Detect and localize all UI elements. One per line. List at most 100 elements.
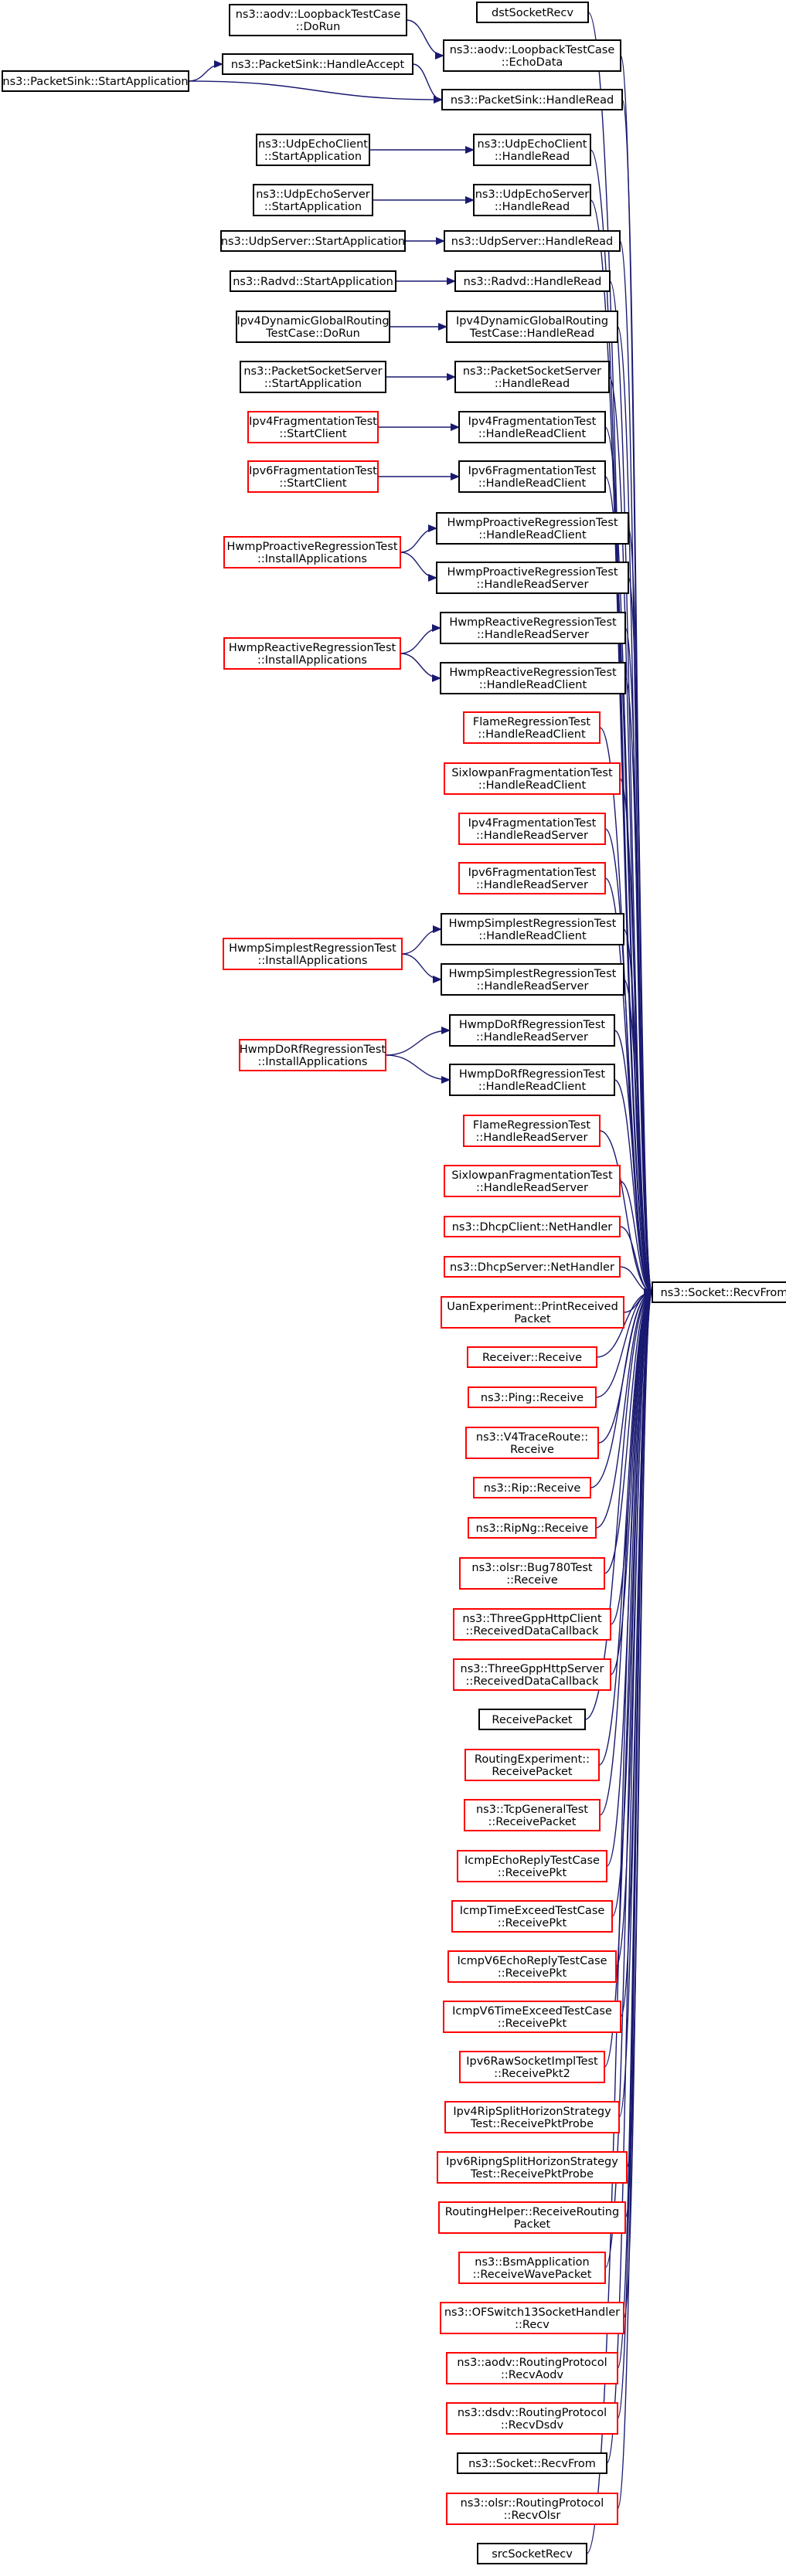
call-node-hrClient[interactable]: HwmpReactiveRegressionTest::HandleReadCl… xyxy=(440,662,626,694)
node-label: ::HandleReadServer xyxy=(477,980,589,993)
call-node-f4Start[interactable]: Ipv4FragmentationTest::StartClient xyxy=(247,411,379,443)
call-node-olsrR[interactable]: ns3::olsr::RoutingProtocol::RecvOlsr xyxy=(446,2493,618,2525)
call-node-rip4[interactable]: Ipv4RipSplitHorizonStrategyTest::Receive… xyxy=(444,2101,620,2133)
call-node-uecRead[interactable]: ns3::UdpEchoClient::HandleRead xyxy=(473,134,591,166)
node-box xyxy=(465,1427,599,1459)
call-node-dhcpS[interactable]: ns3::DhcpServer::NetHandler xyxy=(444,1256,621,1278)
node-box xyxy=(458,411,606,443)
call-node-v4tr[interactable]: ns3::V4TraceRoute::Receive xyxy=(465,1427,599,1459)
node-box xyxy=(457,1850,607,1882)
call-node-loopRun[interactable]: ns3::aodv::LoopbackTestCase::DoRun xyxy=(229,4,407,36)
call-node-f6Start[interactable]: Ipv6FragmentationTest::StartClient xyxy=(247,460,379,493)
call-node-f6Server[interactable]: Ipv6FragmentationTest::HandleReadServer xyxy=(458,862,606,894)
call-node-psStart[interactable]: ns3::PacketSink::StartApplication xyxy=(2,70,189,92)
node-box xyxy=(477,2543,587,2564)
call-node-ripng[interactable]: ns3::RipNg::Receive xyxy=(468,1517,597,1539)
call-node-olsrBug[interactable]: ns3::olsr::Bug780Test::Receive xyxy=(459,1557,605,1590)
call-node-dhcpC[interactable]: ns3::DhcpClient::NetHandler xyxy=(444,1216,621,1237)
node-box xyxy=(464,1799,601,1831)
call-node-bsm[interactable]: ns3::BsmApplication::ReceiveWavePacket xyxy=(458,2252,606,2284)
call-node-hrInstall[interactable]: HwmpReactiveRegressionTest::InstallAppli… xyxy=(223,637,401,670)
node-label: ::HandleReadClient xyxy=(478,529,587,541)
call-edge-rpkt-root xyxy=(584,1288,653,1720)
call-node-f4Server[interactable]: Ipv4FragmentationTest::HandleReadServer xyxy=(458,813,606,845)
call-node-raRead[interactable]: ns3::Radvd::HandleRead xyxy=(454,270,611,292)
call-node-flClient[interactable]: FlameRegressionTest::HandleReadClient xyxy=(463,711,601,744)
call-edge-hdInstall-hdServer xyxy=(385,1027,451,1056)
call-node-src[interactable]: srcSocketRecv xyxy=(477,2543,587,2564)
call-node-ping[interactable]: ns3::Ping::Receive xyxy=(468,1386,597,1408)
call-node-dst[interactable]: dstSocketRecv xyxy=(476,2,589,23)
call-node-raw6[interactable]: Ipv6RawSocketImplTest::ReceivePkt2 xyxy=(459,2051,605,2083)
call-node-dgRead[interactable]: Ipv4DynamicGlobalRoutingTestCase::Handle… xyxy=(446,311,618,343)
call-node-hsServer[interactable]: HwmpSimplestRegressionTest::HandleReadSe… xyxy=(441,963,624,996)
call-node-slServer[interactable]: SixlowpanFragmentationTest::HandleReadSe… xyxy=(444,1165,621,1197)
call-node-tcpG[interactable]: ns3::TcpGeneralTest::ReceivePacket xyxy=(464,1799,601,1831)
node-label: ::ReceiveWavePacket xyxy=(473,2269,592,2281)
node-box xyxy=(440,662,626,694)
node-label: Test::ReceivePktProbe xyxy=(470,2168,594,2181)
call-node-uecStart[interactable]: ns3::UdpEchoClient::StartApplication xyxy=(256,134,370,166)
call-node-raStart[interactable]: ns3::Radvd::StartApplication xyxy=(230,270,396,292)
call-node-ripng6[interactable]: Ipv6RipngSplitHorizonStrategyTest::Recei… xyxy=(437,2151,628,2184)
call-node-pssStart[interactable]: ns3::PacketSocketServer::StartApplicatio… xyxy=(240,361,386,393)
call-node-hsInstall[interactable]: HwmpSimplestRegressionTest::InstallAppli… xyxy=(223,938,403,970)
call-node-usStart[interactable]: ns3::UdpServer::StartApplication xyxy=(220,230,406,252)
call-node-hsClient[interactable]: HwmpSimplestRegressionTest::HandleReadCl… xyxy=(441,913,624,945)
call-node-recv[interactable]: Receiver::Receive xyxy=(467,1346,597,1368)
call-node-psAccept[interactable]: ns3::PacketSink::HandleAccept xyxy=(222,53,413,75)
node-box xyxy=(436,512,629,545)
call-node-psRead[interactable]: ns3::PacketSink::HandleRead xyxy=(441,89,623,110)
node-label: ns3::OFSwitch13SocketHandler xyxy=(444,2306,620,2319)
call-node-tgC[interactable]: ns3::ThreeGppHttpClient::ReceivedDataCal… xyxy=(453,1608,611,1641)
call-node-icmpEcho[interactable]: IcmpEchoReplyTestCase::ReceivePkt xyxy=(457,1850,607,1882)
call-node-sockRF[interactable]: ns3::Socket::RecvFrom xyxy=(457,2452,607,2474)
call-edge-hdServer-root xyxy=(614,1030,653,1296)
node-label: SixlowpanFragmentationTest xyxy=(451,767,613,779)
call-node-hdServer[interactable]: HwmpDoRfRegressionTest::HandleReadServer xyxy=(449,1014,615,1047)
call-node-rip[interactable]: ns3::Rip::Receive xyxy=(473,1477,591,1498)
call-node-f6Client[interactable]: Ipv6FragmentationTest::HandleReadClient xyxy=(458,460,606,493)
call-node-icmp6Echo[interactable]: IcmpV6EchoReplyTestCase::ReceivePkt xyxy=(447,1950,617,1983)
node-label: Ipv6FragmentationTest xyxy=(249,465,377,477)
call-node-pssRead[interactable]: ns3::PacketSocketServer::HandleRead xyxy=(454,361,610,393)
node-label: FlameRegressionTest xyxy=(473,1119,590,1132)
call-node-hdInstall[interactable]: HwmpDoRfRegressionTest::InstallApplicati… xyxy=(239,1039,386,1071)
node-label: ::HandleRead xyxy=(495,201,570,213)
call-node-ofs[interactable]: ns3::OFSwitch13SocketHandler::Recv xyxy=(440,2302,624,2334)
node-label: ::ReceivePkt2 xyxy=(494,2068,570,2080)
node-box xyxy=(441,913,624,945)
call-node-usRead[interactable]: ns3::UdpServer::HandleRead xyxy=(444,230,621,252)
node-box xyxy=(441,963,624,996)
call-node-tgS[interactable]: ns3::ThreeGppHttpServer::ReceivedDataCal… xyxy=(453,1658,611,1691)
node-label: ::StartClient xyxy=(279,477,346,490)
node-label: ::StartClient xyxy=(279,428,346,440)
call-node-dsdvR[interactable]: ns3::dsdv::RoutingProtocol::RecvDsdv xyxy=(446,2402,618,2435)
call-node-uesRead[interactable]: ns3::UdpEchoServer::HandleRead xyxy=(473,184,591,216)
node-label: ns3::ThreeGppHttpClient xyxy=(462,1613,602,1625)
call-edge-hrInstall-hrServer xyxy=(400,624,441,654)
call-node-hrServer[interactable]: HwmpReactiveRegressionTest::HandleReadSe… xyxy=(440,612,626,644)
call-node-aodvR[interactable]: ns3::aodv::RoutingProtocol::RecvAodv xyxy=(446,2352,618,2384)
node-label: ns3::DhcpServer::NetHandler xyxy=(450,1261,614,1274)
call-node-icmp6Time[interactable]: IcmpV6TimeExceedTestCase::ReceivePkt xyxy=(443,2001,621,2033)
node-label: ns3::V4TraceRoute:: xyxy=(476,1431,588,1444)
call-node-uesStart[interactable]: ns3::UdpEchoServer::StartApplication xyxy=(253,184,373,216)
call-node-hdClient[interactable]: HwmpDoRfRegressionTest::HandleReadClient xyxy=(449,1064,615,1096)
call-node-flServer[interactable]: FlameRegressionTest::HandleReadServer xyxy=(463,1115,601,1147)
node-label: ::ReceivePkt xyxy=(498,1867,567,1879)
call-node-loopEcho[interactable]: ns3::aodv::LoopbackTestCase::EchoData xyxy=(443,39,621,72)
call-node-hpServer[interactable]: HwmpProactiveRegressionTest::HandleReadS… xyxy=(436,562,629,594)
call-node-icmpTime[interactable]: IcmpTimeExceedTestCase::ReceivePkt xyxy=(451,1900,613,1933)
call-edge-tcpG-root xyxy=(599,1288,653,1816)
call-node-hpInstall[interactable]: HwmpProactiveRegressionTest::InstallAppl… xyxy=(223,536,401,568)
call-node-rpkt[interactable]: ReceivePacket xyxy=(478,1709,586,1730)
call-node-f4Client[interactable]: Ipv4FragmentationTest::HandleReadClient xyxy=(458,411,606,443)
call-node-hpClient[interactable]: HwmpProactiveRegressionTest::HandleReadC… xyxy=(436,512,629,545)
call-node-slClient[interactable]: SixlowpanFragmentationTest::HandleReadCl… xyxy=(444,762,621,795)
call-node-rexp[interactable]: RoutingExperiment::ReceivePacket xyxy=(464,1749,600,1781)
node-label: ns3::dsdv::RoutingProtocol xyxy=(458,2407,607,2419)
